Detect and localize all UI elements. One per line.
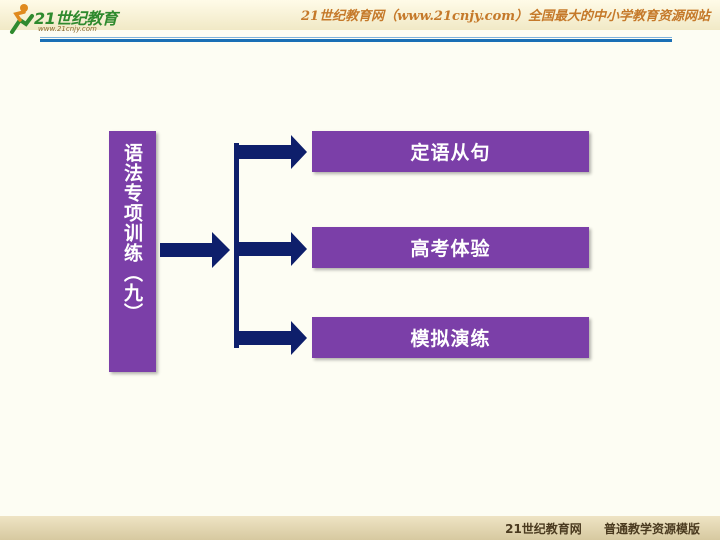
runner-logo-icon <box>10 4 34 34</box>
right-arrow-icon <box>239 135 307 169</box>
site-logo[interactable]: 21世纪教育 www.21cnjy.com <box>4 2 134 42</box>
site-header-text: 21世纪教育网（www.21cnjy.com）全国最大的中小学教育资源网站 <box>301 9 710 24</box>
lesson-title-box: 语法专项训练（九） <box>109 131 156 372</box>
logo-url-text: www.21cnjy.com <box>38 25 97 33</box>
option-button-exam-experience[interactable]: 高考体验 <box>312 227 589 268</box>
header-band <box>0 0 720 30</box>
logo-brand-text: 21世纪教育 <box>34 9 118 28</box>
right-arrow-icon <box>160 232 230 268</box>
right-arrow-icon <box>239 321 307 355</box>
footer-text: 21世纪教育网 普通教学资源模版 <box>505 522 700 536</box>
right-arrow-icon <box>239 232 307 266</box>
footer-band: 21世纪教育网 普通教学资源模版 <box>0 516 720 540</box>
branch-bracket-line <box>234 143 239 348</box>
lesson-title: 语法专项训练（九） <box>121 143 143 323</box>
header-rule-line <box>40 37 672 42</box>
option-button-attributive-clause[interactable]: 定语从句 <box>312 131 589 172</box>
option-button-mock-practice[interactable]: 模拟演练 <box>312 317 589 358</box>
